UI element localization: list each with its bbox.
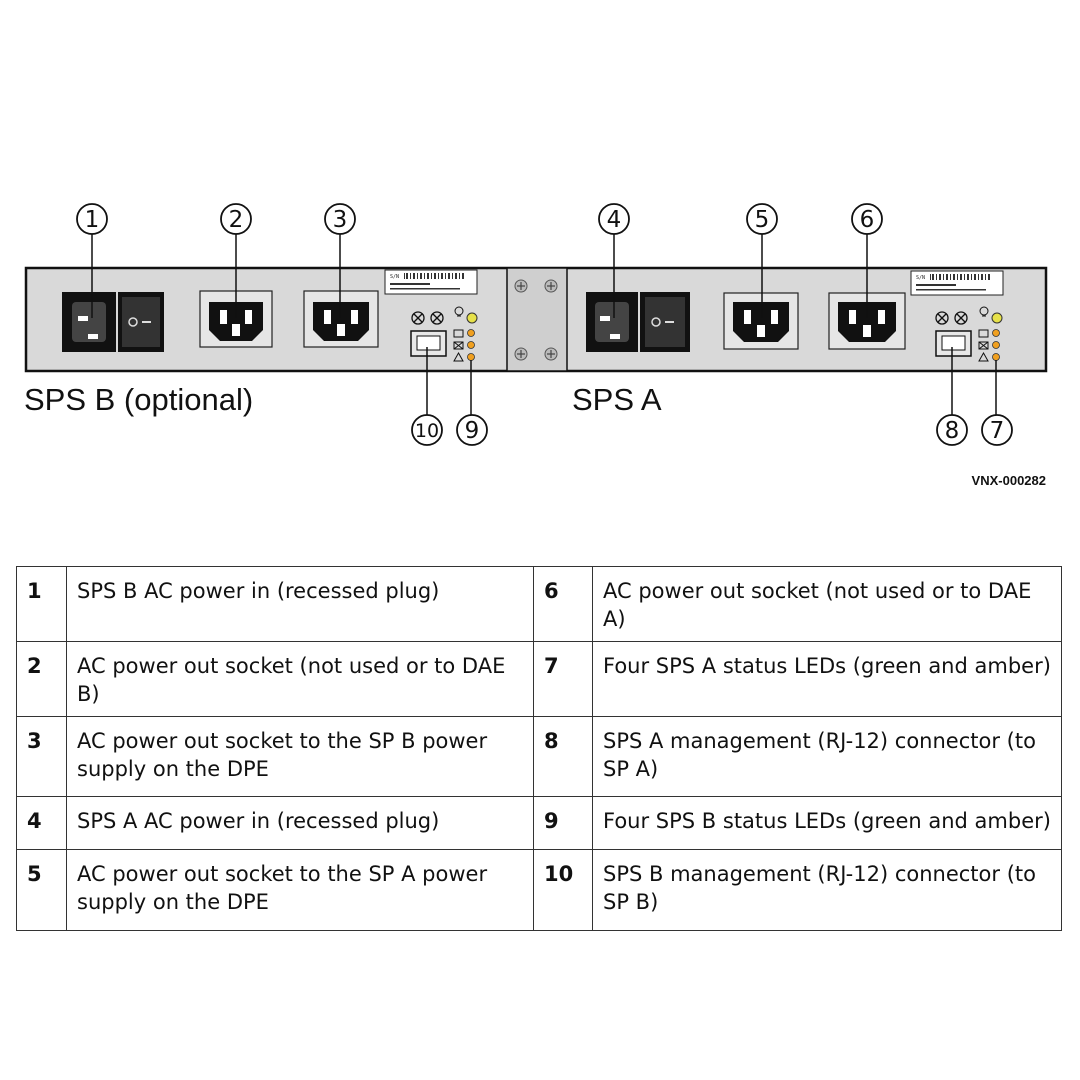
callout-5: 5 xyxy=(746,203,778,235)
table-row: 3 AC power out socket to the SP B power … xyxy=(16,716,1062,797)
legend-desc: AC power out socket (not used or to DAE … xyxy=(66,641,534,717)
table-row: 2 AC power out socket (not used or to DA… xyxy=(16,641,1062,717)
legend-desc: SPS B management (RJ-12) connector (to S… xyxy=(592,849,1062,931)
svg-text:3: 3 xyxy=(333,207,348,233)
table-row: 5 AC power out socket to the SP A power … xyxy=(16,849,1062,931)
legend-num: 1 xyxy=(16,566,67,642)
svg-text:1: 1 xyxy=(85,207,100,233)
svg-text:8: 8 xyxy=(945,418,960,444)
svg-text:9: 9 xyxy=(465,418,480,444)
sps-a-power-in xyxy=(586,292,638,352)
svg-text:10: 10 xyxy=(415,420,439,442)
sps-b-power-in xyxy=(62,292,116,352)
legend-desc: AC power out socket (not used or to DAE … xyxy=(592,566,1062,642)
svg-text:2: 2 xyxy=(229,207,244,233)
sps-b-out-socket-1 xyxy=(199,290,273,348)
legend-desc: SPS B AC power in (recessed plug) xyxy=(66,566,534,642)
callout-6: 6 xyxy=(851,203,883,235)
sps-a-sticker: S/N xyxy=(910,270,1004,296)
table-row: 1 SPS B AC power in (recessed plug) 6 AC… xyxy=(16,566,1062,642)
sps-a-out-socket-2 xyxy=(828,292,906,350)
sps-a-power-switch xyxy=(640,292,690,352)
legend-num: 7 xyxy=(533,641,593,717)
svg-text:7: 7 xyxy=(990,418,1005,444)
callout-3: 3 xyxy=(324,203,356,235)
legend-desc: AC power out socket to the SP B power su… xyxy=(66,716,534,797)
legend-desc: Four SPS A status LEDs (green and amber) xyxy=(592,641,1062,717)
callout-7: 7 xyxy=(981,414,1013,446)
sps-b-label: SPS B (optional) xyxy=(24,382,253,417)
callout-legend-table: 1 SPS B AC power in (recessed plug) 6 AC… xyxy=(16,566,1062,931)
sps-a-out-socket-1 xyxy=(723,292,799,350)
table-row: 4 SPS A AC power in (recessed plug) 9 Fo… xyxy=(16,796,1062,850)
legend-num: 5 xyxy=(16,849,67,931)
sps-b-rj12-connector xyxy=(410,330,447,357)
sps-b-sticker: S/N xyxy=(384,269,478,295)
legend-desc: SPS A management (RJ-12) connector (to S… xyxy=(592,716,1062,797)
legend-desc: AC power out socket to the SP A power su… xyxy=(66,849,534,931)
legend-num: 3 xyxy=(16,716,67,797)
legend-num: 8 xyxy=(533,716,593,797)
callout-8: 8 xyxy=(936,414,968,446)
callout-1: 1 xyxy=(76,203,108,235)
sps-b-power-switch xyxy=(118,292,164,352)
sps-a-mgmt-symbols xyxy=(935,311,968,325)
legend-num: 2 xyxy=(16,641,67,717)
svg-text:S/N: S/N xyxy=(390,274,399,280)
sps-b-status-leds xyxy=(453,306,478,362)
figure-id: VNX-000282 xyxy=(972,473,1046,488)
callout-2: 2 xyxy=(220,203,252,235)
sps-rear-diagram: S/N xyxy=(24,203,1048,488)
sps-a-label: SPS A xyxy=(572,382,662,417)
callout-10: 10 xyxy=(411,414,443,446)
bracket-screws xyxy=(514,279,558,361)
legend-desc: SPS A AC power in (recessed plug) xyxy=(66,796,534,850)
sps-a-status-leds xyxy=(978,306,1003,362)
legend-num: 4 xyxy=(16,796,67,850)
callout-leaders xyxy=(91,234,997,415)
sps-a-rj12-connector xyxy=(935,330,972,357)
svg-text:5: 5 xyxy=(755,207,770,233)
legend-num: 10 xyxy=(533,849,593,931)
svg-text:S/N: S/N xyxy=(916,275,925,281)
sps-b-mgmt-symbols xyxy=(411,311,444,325)
legend-num: 6 xyxy=(533,566,593,642)
callout-9: 9 xyxy=(456,414,488,446)
legend-num: 9 xyxy=(533,796,593,850)
callout-4: 4 xyxy=(598,203,630,235)
legend-desc: Four SPS B status LEDs (green and amber) xyxy=(592,796,1062,850)
sps-b-out-socket-2 xyxy=(303,290,379,348)
svg-text:6: 6 xyxy=(860,207,875,233)
svg-text:4: 4 xyxy=(607,207,622,233)
